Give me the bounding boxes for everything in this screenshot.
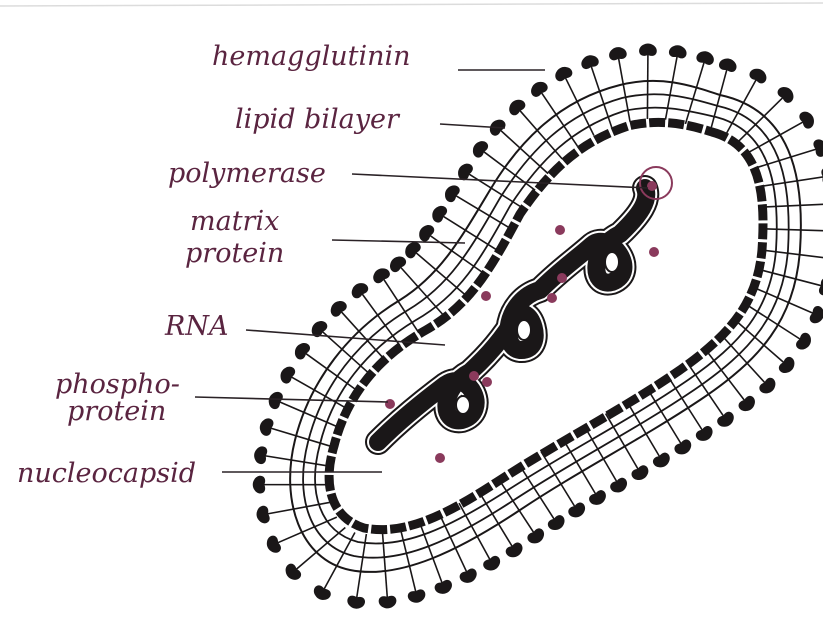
phosphoprotein-dot xyxy=(557,273,567,283)
hemagglutinin-spike xyxy=(416,222,483,273)
hemagglutinin-spike xyxy=(754,288,823,326)
polymerase-dot xyxy=(647,181,657,191)
phosphoprotein-dot xyxy=(469,371,479,381)
leader-polymerase xyxy=(352,174,648,188)
label-phosphoprotein: protein xyxy=(67,396,166,427)
phosphoprotein-dot xyxy=(435,453,445,463)
hemagglutinin-spike xyxy=(264,517,337,555)
phosphoprotein-dot xyxy=(482,377,492,387)
label-nucleocapsid: nucleocapsid xyxy=(17,458,196,489)
hemagglutinin-spike xyxy=(762,195,823,213)
hemagglutinin-spike xyxy=(402,239,465,295)
hemagglutinin-spike xyxy=(479,491,526,560)
phosphoprotein-dot xyxy=(555,225,565,235)
hemagglutinin-spike xyxy=(687,363,737,430)
label-polymerase: polymerase xyxy=(168,158,326,189)
hemagglutinin-spike xyxy=(737,83,797,142)
phosphoprotein-dot xyxy=(385,399,395,409)
hemagglutinin-spike xyxy=(721,335,778,397)
hemagglutinin-spike xyxy=(459,503,503,573)
hemagglutinin-spike xyxy=(506,96,562,159)
label-matrix: matrix xyxy=(190,206,279,237)
phosphoprotein-dot xyxy=(481,291,491,301)
hemagglutinin-spike xyxy=(486,116,548,173)
hemagglutinin-spike xyxy=(762,249,823,268)
phosphoprotein-dot xyxy=(649,247,659,257)
phosphoprotein-dot xyxy=(547,293,557,303)
leader-matrix-protein xyxy=(332,240,465,243)
hemagglutinin-spike xyxy=(763,222,823,240)
hemagglutinin-spike xyxy=(725,66,769,136)
hemagglutinin-spike xyxy=(746,304,814,352)
label-rna: RNA xyxy=(164,311,228,342)
paper-edge-line xyxy=(0,3,823,6)
hemagglutinin-spike xyxy=(277,364,347,409)
labels: hemagglutinin lipid bilayer polymerase m… xyxy=(17,41,411,489)
hemagglutinin-spike xyxy=(311,533,355,604)
label-matrix-protein: protein xyxy=(185,238,284,269)
label-hemagglutinin: hemagglutinin xyxy=(212,41,411,72)
hemagglutinin-spike xyxy=(553,64,594,136)
hemagglutinin-spike xyxy=(747,109,817,154)
label-lipid-bilayer: lipid bilayer xyxy=(235,104,401,135)
